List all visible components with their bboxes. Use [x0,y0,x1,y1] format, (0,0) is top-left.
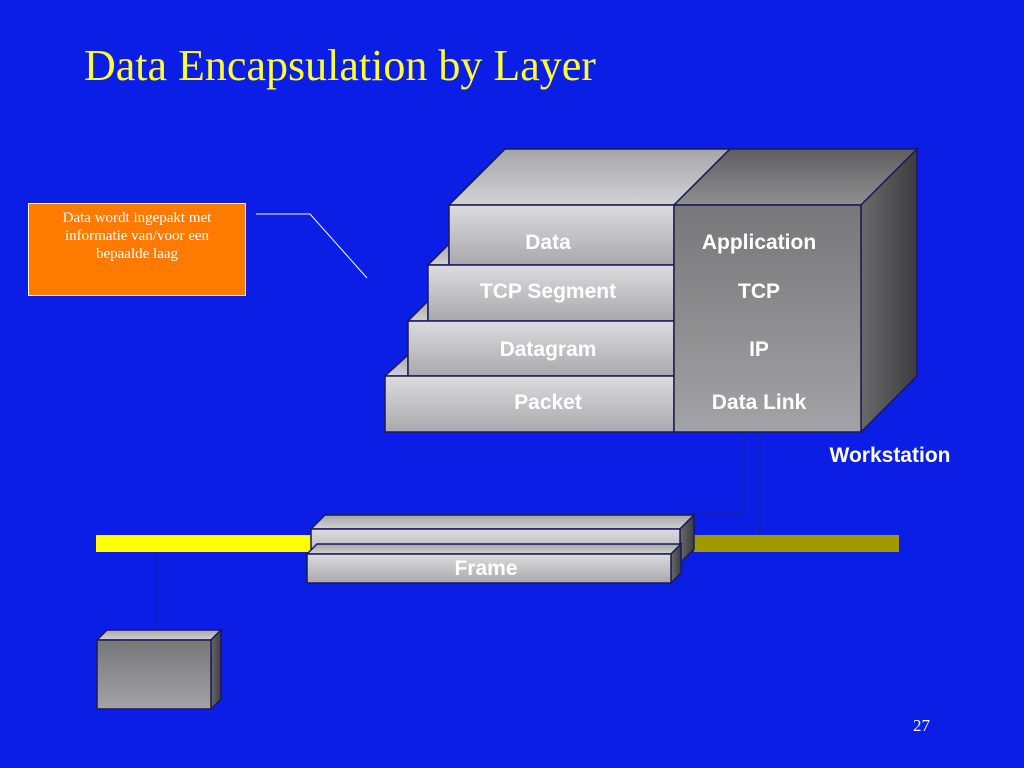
layer-label-packet: Packet [514,391,582,414]
workstation-label: Workstation [830,444,951,467]
slide-title: Data Encapsulation by Layer [84,41,596,90]
network-bus-left [96,535,314,552]
host-box-top [95,629,223,641]
connector-line-workstation [697,432,745,514]
protocol-label-ip: IP [749,338,769,361]
protocol-front [673,204,862,433]
protocol-label-tcp: TCP [738,280,780,303]
callout-leader-line [256,213,368,279]
host-box-side [210,628,222,711]
callout-box: Data wordt ingepakt met informatie van/v… [28,203,246,296]
network-bus-right [694,535,899,552]
page-number: 27 [913,716,930,735]
layer-top-datagram [406,299,429,322]
layer-front-datagram [407,320,675,377]
layer-top-packet [383,353,409,377]
frame-label: Frame [454,557,517,580]
frame-box [305,513,696,585]
protocol-label-application: Application [702,231,816,254]
workstation-stack: Data TCP Segment Datagram Packet Applica… [383,147,919,434]
protocol-label-data-link: Data Link [712,391,807,414]
layer-top-tcp-segment [426,242,450,266]
frame-front-face [306,553,672,584]
host-box-front [96,639,212,710]
layer-label-tcp-segment: TCP Segment [480,280,616,303]
layer-label-datagram: Datagram [500,338,597,361]
layer-label-data: Data [525,231,571,254]
layer-front-packet [384,375,675,433]
frame-front-top [305,543,683,555]
host-box [95,628,223,711]
frame-back-top [309,514,696,530]
